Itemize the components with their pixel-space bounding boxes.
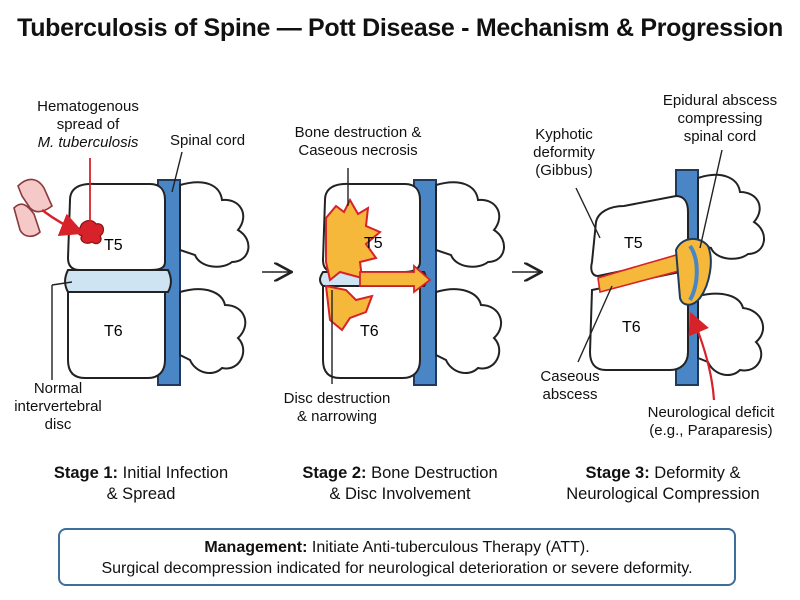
stage1-spread-arrow [41,209,85,237]
stage2-spine [319,179,505,386]
management-line1: Initiate Anti-tuberculous Therapy (ATT). [311,539,590,556]
stage3-spine [588,169,765,386]
stage3-epidural-label: Epidural abscess compressing spinal cord [662,92,778,145]
stage2-extension-arrow [359,264,432,294]
stage3-caseous-label: Caseous abscess [540,368,600,403]
stage2-t6-label: T6 [360,323,379,340]
stage3-epidural-pointer [699,149,723,249]
stage1-blood-vessel [17,178,53,213]
stage3-t6-label: T6 [622,319,641,336]
stage2-caseous-necrosis-lower [324,284,374,332]
stage1-t5-body [66,182,166,271]
stage1-posterior-lower [179,288,247,375]
management-box: Management: Initiate Anti-tuberculous Th… [58,528,736,586]
stage2-posterior-lower [435,288,503,375]
stage2-disc-label: Disc destruction & narrowing [283,390,391,425]
stage3-neuro-label: Neurological deficit (e.g., Paraparesis) [647,404,775,439]
stage1-spine [13,178,250,386]
stage2-caption: Stage 2: Bone Destruction & Disc Involve… [302,464,498,503]
stage1-t6-body [67,291,166,379]
stage1-t5-label: T5 [104,237,123,254]
stage1-disc-label: Normal intervertebral disc [14,380,102,433]
stage3-neuro-arrow [688,311,716,401]
stage1-disc [64,269,172,293]
page-title: Tuberculosis of Spine — Pott Disease - M… [17,14,783,42]
stage1-spread-label: Hematogenous spread of M. tuberculosis [37,98,139,151]
management-heading: Management: [204,539,308,556]
stage3-epidural-abscess [674,238,712,306]
stage3-posterior-lower [697,292,765,377]
stage3-caseous-pointer [577,285,613,363]
stage3-t5-label: T5 [624,235,643,252]
stage3-kyphotic-label: Kyphotic deformity (Gibbus) [533,126,595,179]
stage3-caption: Stage 3: Deformity & Neurological Compre… [566,464,760,503]
management-line2: Surgical decompression indicated for neu… [101,560,693,577]
stage2-posterior-upper [435,181,505,268]
stage1-infection-focus [76,219,105,245]
stage2-bone-label: Bone destruction & Caseous necrosis [294,124,422,159]
stage2-caseous-necrosis-upper [325,197,382,282]
stage1-cord-label: Spinal cord [170,132,246,149]
stage1-cord-pointer [171,151,183,193]
stage3-kyphotic-pointer [575,187,601,239]
stage2-t5-label: T5 [364,235,383,252]
stage1-caption: Stage 1: Initial Infection & Spread [53,464,229,503]
stage1-t6-label: T6 [104,323,123,340]
stage3-posterior-upper [697,173,765,260]
stage1-posterior-upper [179,181,250,268]
